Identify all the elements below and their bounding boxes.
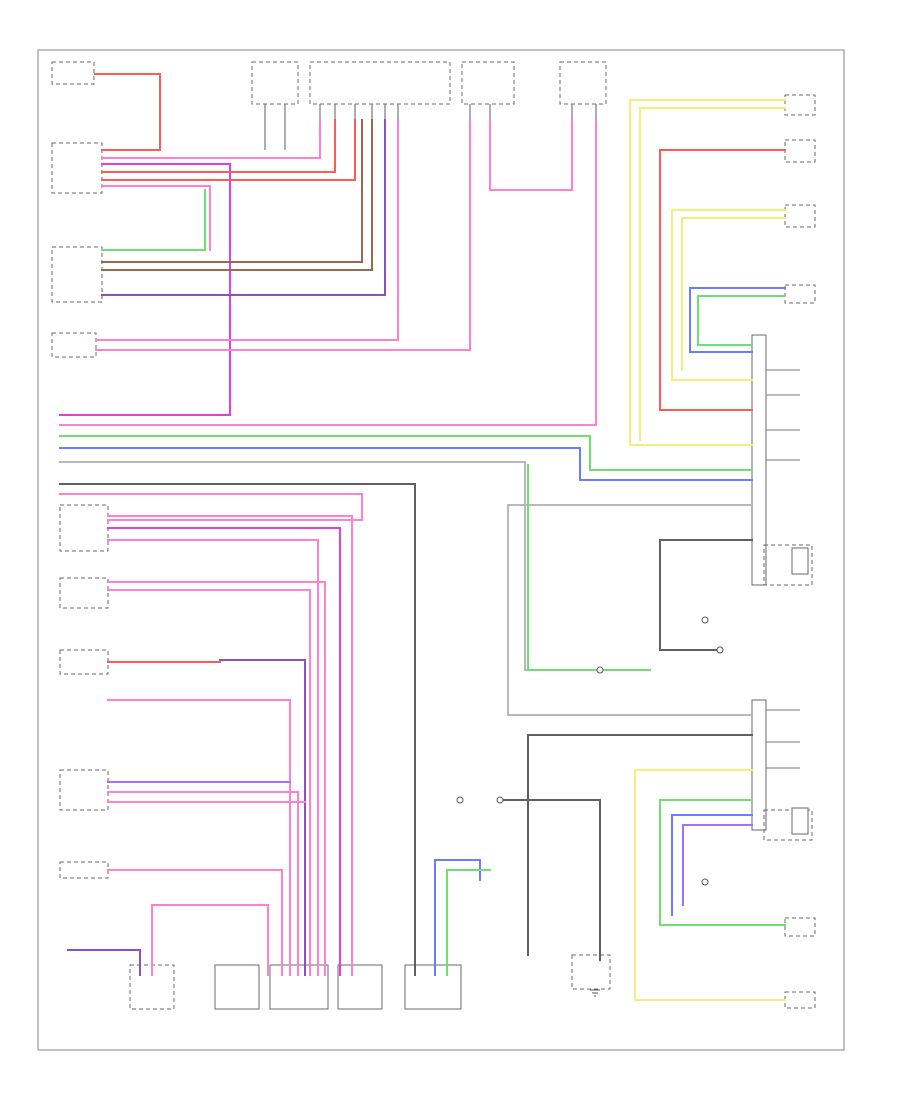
left-component-6 <box>59 577 109 609</box>
wire-gray-right <box>507 504 753 716</box>
wire-dark-bus <box>59 483 416 976</box>
wire-pink-bus <box>59 119 597 426</box>
wire-pink-5 <box>489 119 573 191</box>
left-component-4 <box>51 332 97 358</box>
module-icon-upper <box>791 547 809 575</box>
bottom-component-4 <box>337 964 383 1010</box>
wire-pink-lower-8 <box>107 869 283 976</box>
wire-yellow-2 <box>639 107 786 441</box>
wire-brown-2 <box>101 119 373 271</box>
bottom-component-2 <box>214 964 260 1010</box>
bottom-component-5 <box>404 964 462 1010</box>
wire-pink-2 <box>101 185 211 251</box>
wire-dark-right <box>659 539 753 651</box>
wire-green-right <box>697 295 786 346</box>
left-component-3 <box>51 246 103 303</box>
wire-pink-1 <box>101 119 321 159</box>
wire-yellow-3 <box>671 209 786 381</box>
module-pins <box>766 369 800 769</box>
wire-pink-4 <box>95 119 471 351</box>
right-connector-6 <box>784 991 816 1009</box>
wire-pink-bottom <box>151 904 269 976</box>
wire-blue-lower <box>671 814 753 916</box>
wire-pink-lower-4 <box>107 589 311 976</box>
wire-pink-3 <box>95 119 399 341</box>
top-connectors <box>251 61 607 150</box>
wire-green-lower <box>659 799 786 926</box>
left-component-5 <box>59 504 109 552</box>
bottom-component-6 <box>571 954 611 990</box>
wire-pink-lower-3 <box>107 581 326 976</box>
right-connector-5 <box>784 917 816 937</box>
wire-yellow-1 <box>629 99 786 446</box>
wire-red-right <box>659 149 786 411</box>
wire-brown-1 <box>101 119 363 263</box>
left-component-1 <box>51 61 95 85</box>
wire-red-2 <box>101 119 356 181</box>
wire-yellow-4 <box>681 217 786 371</box>
wire-yellow-5 <box>634 769 786 1001</box>
right-connector-2 <box>784 139 816 163</box>
wire-red-lower <box>107 659 221 663</box>
right-connector-3 <box>784 204 816 228</box>
wire-blue-right <box>689 287 786 353</box>
wire-blue-bus <box>59 447 753 481</box>
wire-green-1 <box>101 189 206 251</box>
splice-symbols <box>456 616 724 886</box>
wires <box>59 73 786 1001</box>
wire-pink-lower-6 <box>107 791 299 976</box>
wire-pink-lower-2 <box>107 539 319 976</box>
left-components <box>51 61 109 879</box>
left-component-8 <box>59 769 109 811</box>
left-component-9 <box>59 861 109 879</box>
wire-green-switch <box>527 464 651 671</box>
module-icon-lower <box>791 807 809 835</box>
left-component-7 <box>59 649 109 675</box>
wire-blue-mid <box>434 859 481 976</box>
wire-pink-lower-5 <box>107 699 291 976</box>
wire-red-top <box>94 73 161 151</box>
wire-purple-lower <box>219 659 306 976</box>
wire-green-bus <box>59 435 753 471</box>
top-connector-2 <box>309 61 451 105</box>
wire-pink-lower-1 <box>107 515 353 976</box>
top-connector-1 <box>251 61 299 105</box>
wire-dark-switch <box>499 799 601 961</box>
wire-red-1 <box>101 119 336 173</box>
wire-purple-bottom <box>67 949 141 976</box>
module-body-upper <box>763 544 813 586</box>
left-component-2 <box>51 142 103 194</box>
wire-green-mid <box>446 869 491 976</box>
wire-violet-lower <box>682 824 753 906</box>
module-connector-lower <box>751 699 767 831</box>
right-connector-4 <box>784 284 816 304</box>
wire-purple-1 <box>101 119 386 296</box>
right-connector-1 <box>784 94 816 116</box>
top-connector-4 <box>559 61 607 105</box>
diagram-border <box>37 49 845 1051</box>
right-module <box>751 334 813 841</box>
wire-magenta-1 <box>59 163 231 416</box>
ground-symbols <box>590 989 600 997</box>
wire-dark-right-2 <box>527 734 753 956</box>
wire-magenta-lower-1 <box>107 527 341 976</box>
right-connectors <box>784 94 816 1009</box>
wire-pink-bus-2 <box>59 493 363 521</box>
top-connector-3 <box>461 61 515 105</box>
bottom-components <box>129 954 611 1010</box>
module-connector-upper <box>751 334 767 586</box>
module-body-lower <box>763 809 813 841</box>
